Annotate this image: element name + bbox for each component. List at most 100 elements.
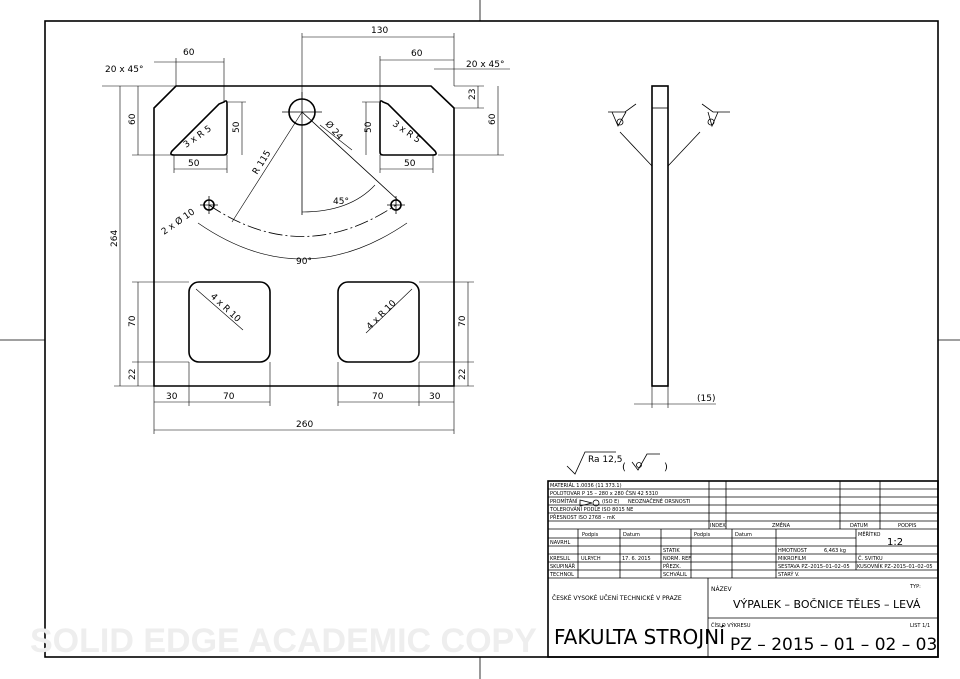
tb-rev-change: ZMĚNA	[772, 521, 791, 529]
dim-bot-70-left: 70	[223, 392, 235, 402]
dim-win-left-r: 4 x R 10	[208, 292, 242, 325]
dim-bot-30-left: 30	[166, 392, 178, 402]
roughness-paren-close: )	[664, 462, 668, 473]
dim-right-22: 22	[458, 369, 468, 380]
side-view: (15)	[608, 85, 730, 408]
tb-sestava: SESTAVA PZ–2015–01–02–05	[778, 564, 850, 570]
dim-arc-r: R 115	[251, 149, 273, 177]
tb-school: ČESKÉ VYSOKÉ UČENÍ TECHNICKÉ V PRAZE	[552, 594, 682, 602]
dim-top-left-60: 60	[183, 48, 195, 58]
side-thickness: (15)	[697, 394, 715, 404]
roughness-symbol-small	[631, 453, 660, 471]
roughness-symbol-small-circle	[636, 462, 642, 468]
weld-symbol-right	[701, 103, 730, 128]
dim-top-right-60: 60	[411, 49, 423, 59]
tb-list: LIST 1/1	[910, 623, 930, 629]
tb-kreslil: KRESLIL	[550, 556, 570, 562]
roughness-paren-open: (	[622, 462, 626, 473]
angle-90-arc	[197, 222, 408, 260]
window-right	[337, 281, 420, 363]
tb-sharp-edges: NEOZNAČENÉ ORSNOSTI	[628, 497, 690, 505]
dim-right-60: 60	[488, 113, 498, 125]
dim-tri-left-50v: 50	[232, 121, 242, 133]
projection-symbol	[579, 499, 600, 507]
dim-left-22: 22	[128, 369, 138, 380]
window-left-leader	[195, 288, 244, 331]
weld-symbol-right-circle	[707, 118, 715, 126]
watermark: SOLID EDGE ACADEMIC COPY	[30, 622, 537, 660]
dim-tri-right-50h: 50	[404, 159, 416, 169]
dim-holes-d: 2 x Ø 10	[159, 206, 197, 237]
tb-stary-v: STARÝ V.	[778, 571, 800, 578]
dim-angle-45: 45°	[333, 197, 349, 207]
tb-accuracy: PŘESNOST ISO 2768 – mK	[550, 513, 616, 521]
dim-bot-30-right: 30	[429, 392, 441, 402]
sheet-frame	[44, 20, 939, 658]
radius-line	[231, 111, 303, 223]
dim-tri-left-50h: 50	[188, 159, 200, 169]
tb-navrhl: NAVRHL	[550, 540, 570, 546]
tb-rev-sign: PODPIS	[898, 523, 916, 529]
tb-meritko: MĚŘÍTKO	[858, 530, 880, 538]
tb-drawing-number: PZ – 2015 – 01 – 02 – 03	[730, 635, 937, 655]
angle-45-arc	[301, 184, 376, 213]
tb-projection: PROMÍTÁNÍ	[550, 498, 578, 505]
tb-kreslil-name: ULRYCH	[581, 556, 601, 562]
dim-bot-260: 260	[296, 420, 313, 430]
tb-col-sign: Podpis	[582, 532, 599, 538]
tb-blank: POLOTOVAR P 15 – 280 x 280 ČSN 42 5310	[550, 490, 658, 497]
tb-technol: TECHNOL	[549, 572, 574, 578]
side-plate	[651, 85, 669, 387]
tb-tolerance: TOLEROVÁNÍ PODLE ISO 8015 NE	[549, 506, 633, 513]
tb-kreslil-date: 17. 6. 2015	[622, 556, 651, 562]
dim-chamfer-left: 20 x 45°	[105, 65, 143, 75]
dim-right-70: 70	[458, 315, 468, 327]
weld-symbol-left	[608, 103, 637, 127]
tb-scale: 1:2	[887, 537, 903, 548]
centre-line-diag	[301, 111, 401, 203]
triangle-cutout-left	[170, 100, 228, 156]
roughness-value: Ra 12,5	[588, 455, 622, 465]
tb-kusovnik: KUSOVNÍK PZ–2015–01–02–05	[857, 563, 933, 570]
tb-col-sign2: Podpis	[694, 532, 711, 538]
tb-rev-date: DATUM	[850, 523, 868, 529]
dim-bot-70-right: 70	[372, 392, 384, 402]
tb-typ: TYP:	[909, 584, 921, 590]
tb-mikrofilm: MIKROFILM	[778, 556, 806, 562]
triangle-cutout-right	[379, 100, 437, 156]
dim-chamfer-right: 20 x 45°	[466, 60, 504, 70]
pitch-arc	[208, 204, 397, 237]
dim-win-right-r: 4 x R 10	[365, 298, 399, 332]
dimension-lines	[102, 33, 510, 434]
tb-col-date2: Datum	[735, 532, 752, 538]
dim-angle-90: 90°	[296, 257, 312, 267]
tb-material: MATERIÁL 1.0036 (11 373.1)	[550, 482, 622, 489]
dim-tri-right-50v: 50	[364, 121, 374, 133]
tb-projection-std: (ISO E)	[602, 499, 619, 505]
tb-hmotnost: HMOTNOST	[778, 548, 808, 554]
tb-c-svitku: Č. SVITKU	[858, 555, 883, 562]
tb-col-date: Datum	[623, 532, 640, 538]
tb-name: VÝPALEK – BOČNICE TĚLES – LEVÁ	[733, 598, 921, 611]
dim-left-264: 264	[110, 230, 120, 247]
dim-hole-d: Ø 24	[323, 119, 345, 143]
surface-roughness: Ra 12,5 ( )	[566, 451, 668, 475]
tb-faculty: FAKULTA STROJNÍ	[554, 625, 725, 649]
tb-statik: STATIK	[663, 548, 680, 554]
tb-schvalil: SCHVÁLIL	[663, 571, 687, 578]
tb-hmotnost-val: 6,463 kg	[824, 548, 846, 554]
roughness-symbol	[566, 451, 616, 475]
dim-left-70: 70	[128, 315, 138, 327]
window-left	[188, 281, 271, 363]
title-block: MATERIÁL 1.0036 (11 373.1) POLOTOVAR P 1…	[547, 480, 939, 658]
dim-right-23: 23	[468, 89, 478, 100]
tb-norm-ref: NORM. REF	[663, 556, 691, 562]
weld-leader-left	[619, 131, 653, 167]
front-view: 20 x 45° 20 x 45° 60 130 60 23 60 60 264…	[102, 26, 510, 434]
tb-nazev: NÁZEV	[711, 586, 732, 593]
tb-cislo: ČÍSLO VÝKRESU	[711, 622, 751, 629]
tb-prezk: PŘEZK.	[663, 562, 681, 570]
tb-rev-index: INDEX	[710, 523, 726, 529]
weld-leader-right	[667, 131, 701, 167]
